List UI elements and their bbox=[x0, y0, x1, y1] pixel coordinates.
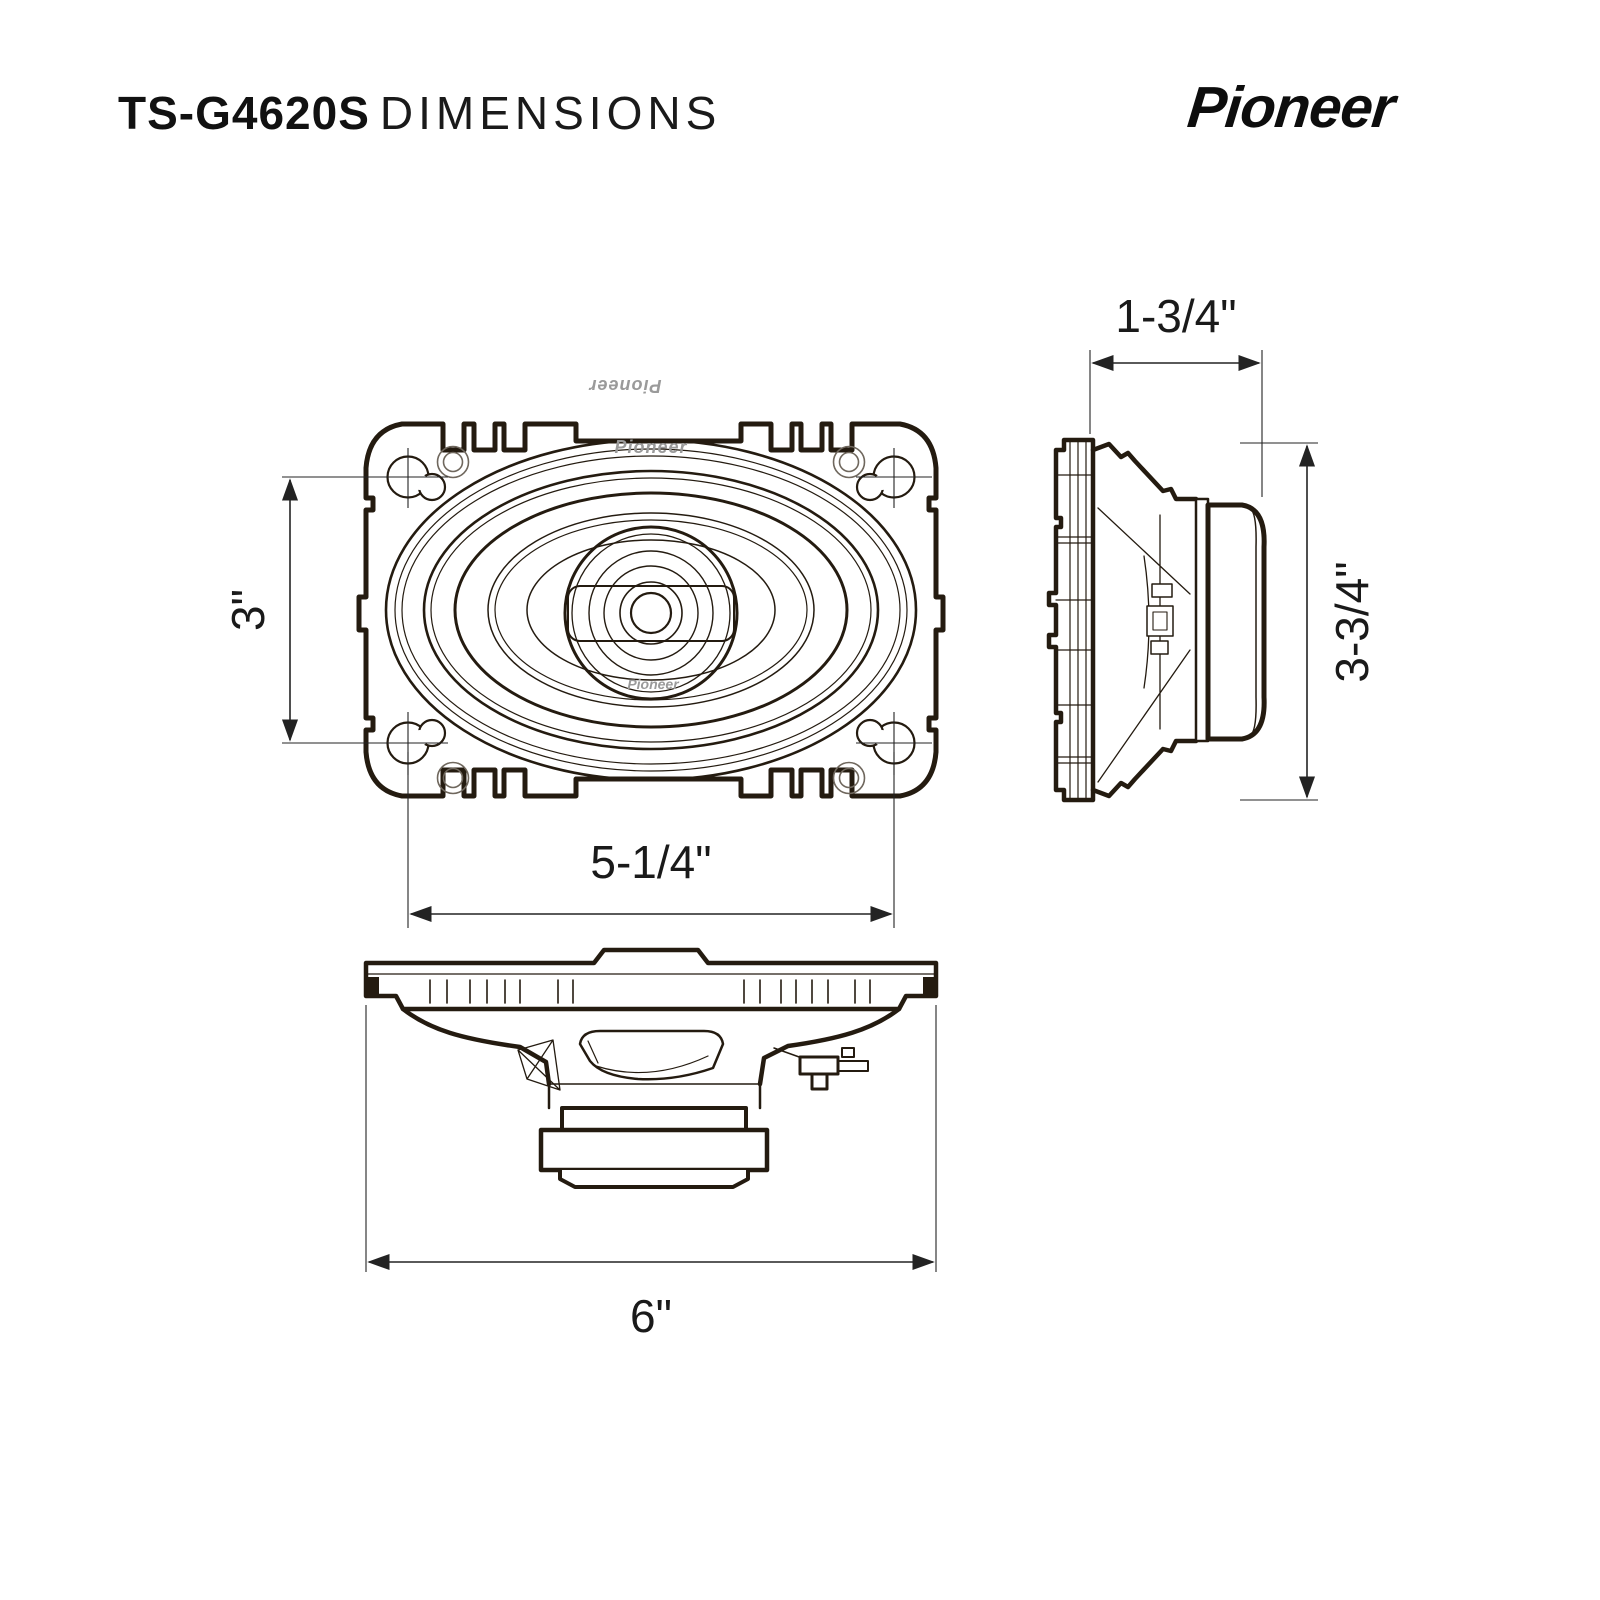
mounting-slot-bottom-right bbox=[855, 712, 932, 775]
dimension-front-height: 3" bbox=[222, 476, 448, 744]
dimension-bottom-width: 6" bbox=[365, 1005, 937, 1342]
side-height-label: 3-3/4" bbox=[1326, 561, 1378, 682]
side-depth-label: 1-3/4" bbox=[1115, 290, 1236, 342]
dimension-annotations: 3" 5-1/4" 1-3/4" 3-3/4" 6" bbox=[222, 290, 1378, 1342]
front-width-label: 5-1/4" bbox=[590, 836, 711, 888]
dimension-side-depth: 1-3/4" bbox=[1089, 290, 1263, 497]
screw-hole-rings bbox=[436, 445, 866, 795]
front-view-drawing: Pioneer Pioneer Pioneer bbox=[356, 376, 946, 799]
dimension-front-width: 5-1/4" bbox=[407, 752, 895, 928]
brand-mark-center: Pioneer bbox=[627, 676, 680, 692]
brand-mark-bottom: Pioneer bbox=[588, 376, 661, 396]
front-height-label: 3" bbox=[222, 589, 274, 631]
dimension-side-height: 3-3/4" bbox=[1240, 442, 1378, 801]
bottom-view-drawing bbox=[363, 947, 939, 1189]
title-suffix: DIMENSIONS bbox=[379, 87, 722, 139]
side-view-drawing bbox=[1046, 437, 1267, 803]
model-number: TS-G4620S bbox=[118, 87, 370, 139]
brand-mark-top: Pioneer bbox=[614, 437, 687, 457]
terminal-connector bbox=[773, 1047, 869, 1091]
mounting-slot-top-right bbox=[855, 448, 932, 508]
bottom-width-label: 6" bbox=[630, 1290, 672, 1342]
